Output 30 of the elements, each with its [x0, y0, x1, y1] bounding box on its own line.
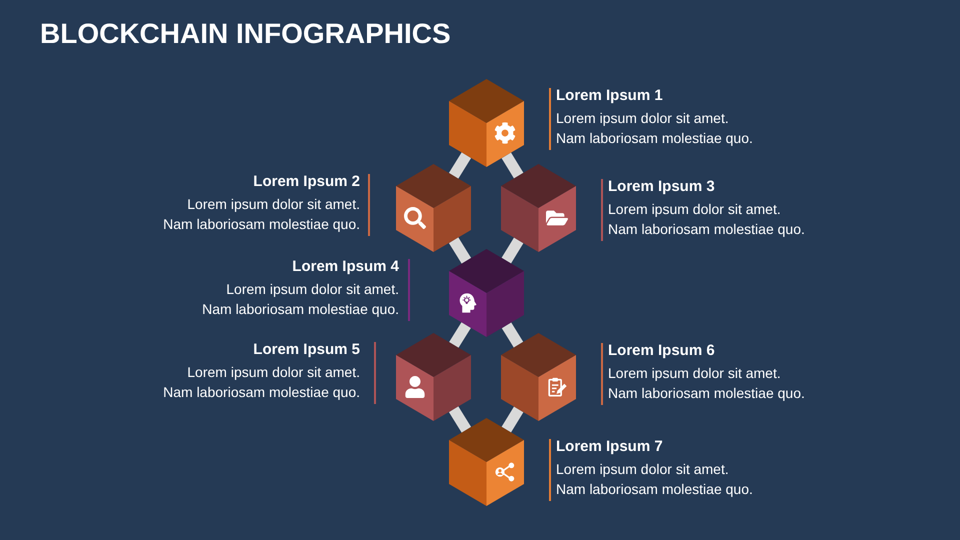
cube — [449, 249, 524, 337]
cube — [449, 418, 524, 506]
cube — [501, 333, 576, 421]
item-description: Lorem ipsum dolor sit amet. Nam laboriosam molestiae quo. — [608, 364, 806, 403]
connector-bar — [448, 152, 472, 179]
item-heading: Lorem Ipsum 5 — [253, 340, 360, 360]
connector-bar — [448, 237, 472, 264]
connector-bar — [502, 322, 524, 348]
connector-bar — [502, 152, 524, 178]
cube — [396, 164, 471, 252]
cube — [396, 333, 471, 421]
title: BLOCKCHAIN INFOGRAPHICS — [40, 17, 451, 51]
item-heading: Lorem Ipsum 3 — [608, 177, 715, 197]
item-heading: Lorem Ipsum 2 — [253, 172, 360, 192]
item-description: Lorem ipsum dolor sit amet. Nam laboriosam molestiae quo. — [201, 280, 399, 319]
item-heading: Lorem Ipsum 4 — [292, 257, 399, 277]
item-description: Lorem ipsum dolor sit amet. Nam laboriosam molestiae quo. — [162, 363, 360, 402]
cube — [449, 79, 524, 167]
connector-bar — [449, 322, 471, 348]
connector-bar — [448, 406, 472, 433]
item-heading: Lorem Ipsum 1 — [556, 86, 663, 106]
connector-bar — [502, 238, 524, 264]
item-heading: Lorem Ipsum 7 — [556, 437, 663, 457]
item-description: Lorem ipsum dolor sit amet. Nam laboriosam molestiae quo. — [608, 200, 806, 239]
connector-bar — [502, 406, 524, 432]
cube — [501, 164, 576, 252]
item-description: Lorem ipsum dolor sit amet. Nam laboriosam molestiae quo. — [556, 109, 754, 148]
item-heading: Lorem Ipsum 6 — [608, 341, 715, 361]
item-description: Lorem ipsum dolor sit amet. Nam laboriosam molestiae quo. — [556, 460, 754, 499]
item-description: Lorem ipsum dolor sit amet. Nam laboriosam molestiae quo. — [162, 195, 360, 234]
